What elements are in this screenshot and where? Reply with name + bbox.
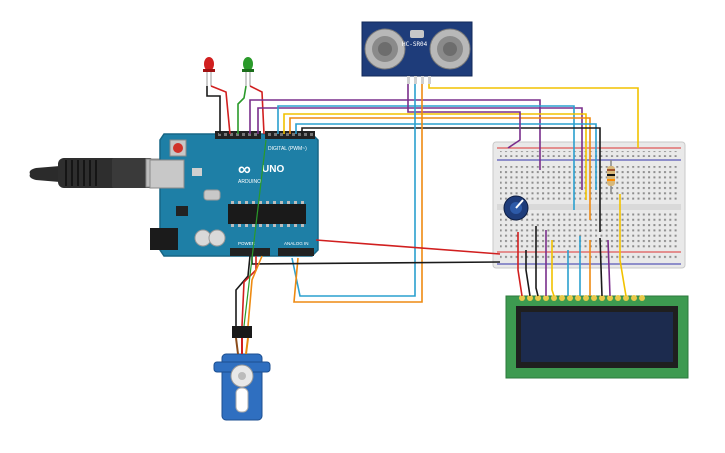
potentiometer[interactable] — [503, 195, 529, 221]
breadboard-holes — [500, 151, 678, 261]
lcd-16x2[interactable] — [505, 295, 689, 379]
hc-sr04-ultrasonic-sensor[interactable]: HC-SR04 — [361, 21, 473, 84]
power-header-label: POWER — [238, 241, 256, 246]
lcd-pins — [519, 295, 645, 301]
reset-button[interactable] — [173, 143, 183, 153]
green-led[interactable] — [242, 57, 254, 86]
digital-header-label: DIGITAL (PWM~) — [268, 146, 307, 152]
arduino-logo-icon: ∞ — [238, 159, 251, 179]
servo-motor[interactable] — [213, 326, 271, 421]
red-led[interactable] — [203, 57, 215, 86]
ultrasonic-model-label: HC-SR04 — [402, 41, 428, 48]
analog-header-label: ANALOG IN — [284, 241, 309, 246]
servo-connector — [232, 326, 252, 338]
arduino-uno[interactable]: DIGITAL (PWM~) ∞ UNO ARDUINO POWER ANALO… — [149, 131, 319, 257]
lcd-screen — [521, 312, 673, 362]
board-model-label: UNO — [262, 164, 284, 175]
board-brand-label: ARDUINO — [238, 179, 261, 185]
breadboard[interactable] — [492, 141, 686, 269]
resistor[interactable] — [607, 160, 615, 194]
wires — [206, 84, 639, 327]
